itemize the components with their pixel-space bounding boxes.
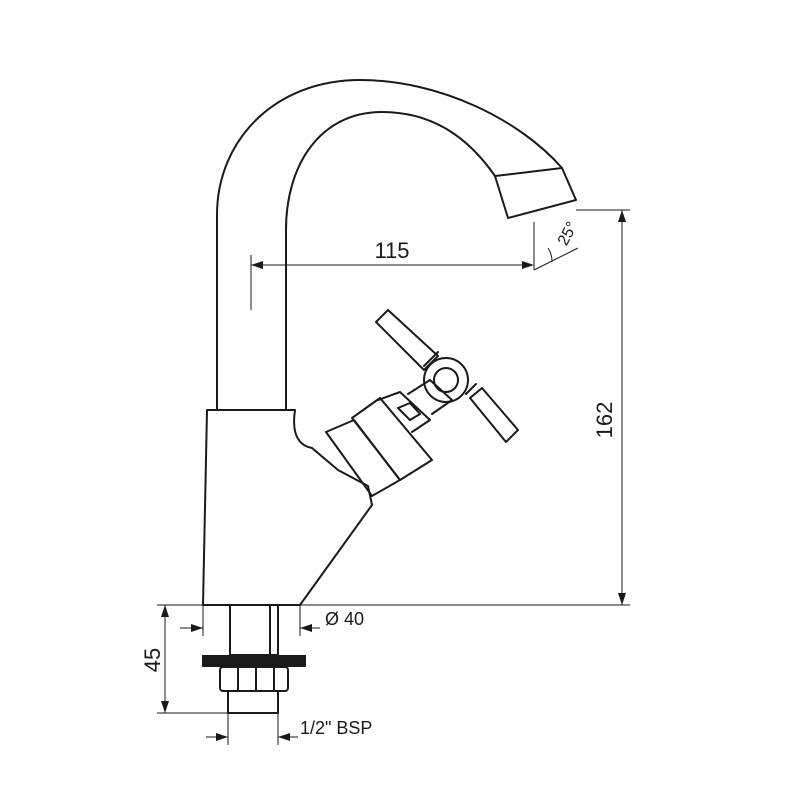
shank-assembly — [202, 604, 306, 714]
dim-thread: 1/2" BSP — [206, 713, 372, 745]
spout-angle-label: 25° — [555, 219, 581, 248]
sealing-washer — [202, 655, 306, 667]
cross-handle — [375, 309, 519, 443]
thread-label: 1/2" BSP — [300, 718, 372, 738]
dim-spout-reach: 115 — [250, 225, 535, 310]
dim-shank-length: 45 — [140, 604, 228, 714]
shank-length-label: 45 — [140, 648, 165, 672]
base-diameter-label: Ø 40 — [325, 609, 364, 629]
dim-spout-angle: 25° — [533, 219, 581, 271]
dim-height: 162 — [300, 209, 630, 606]
height-label: 162 — [592, 402, 617, 439]
spout — [216, 79, 577, 411]
dim-base-diameter: Ø 40 — [180, 605, 364, 636]
tap-body — [202, 409, 373, 606]
spout-reach-label: 115 — [374, 238, 409, 263]
